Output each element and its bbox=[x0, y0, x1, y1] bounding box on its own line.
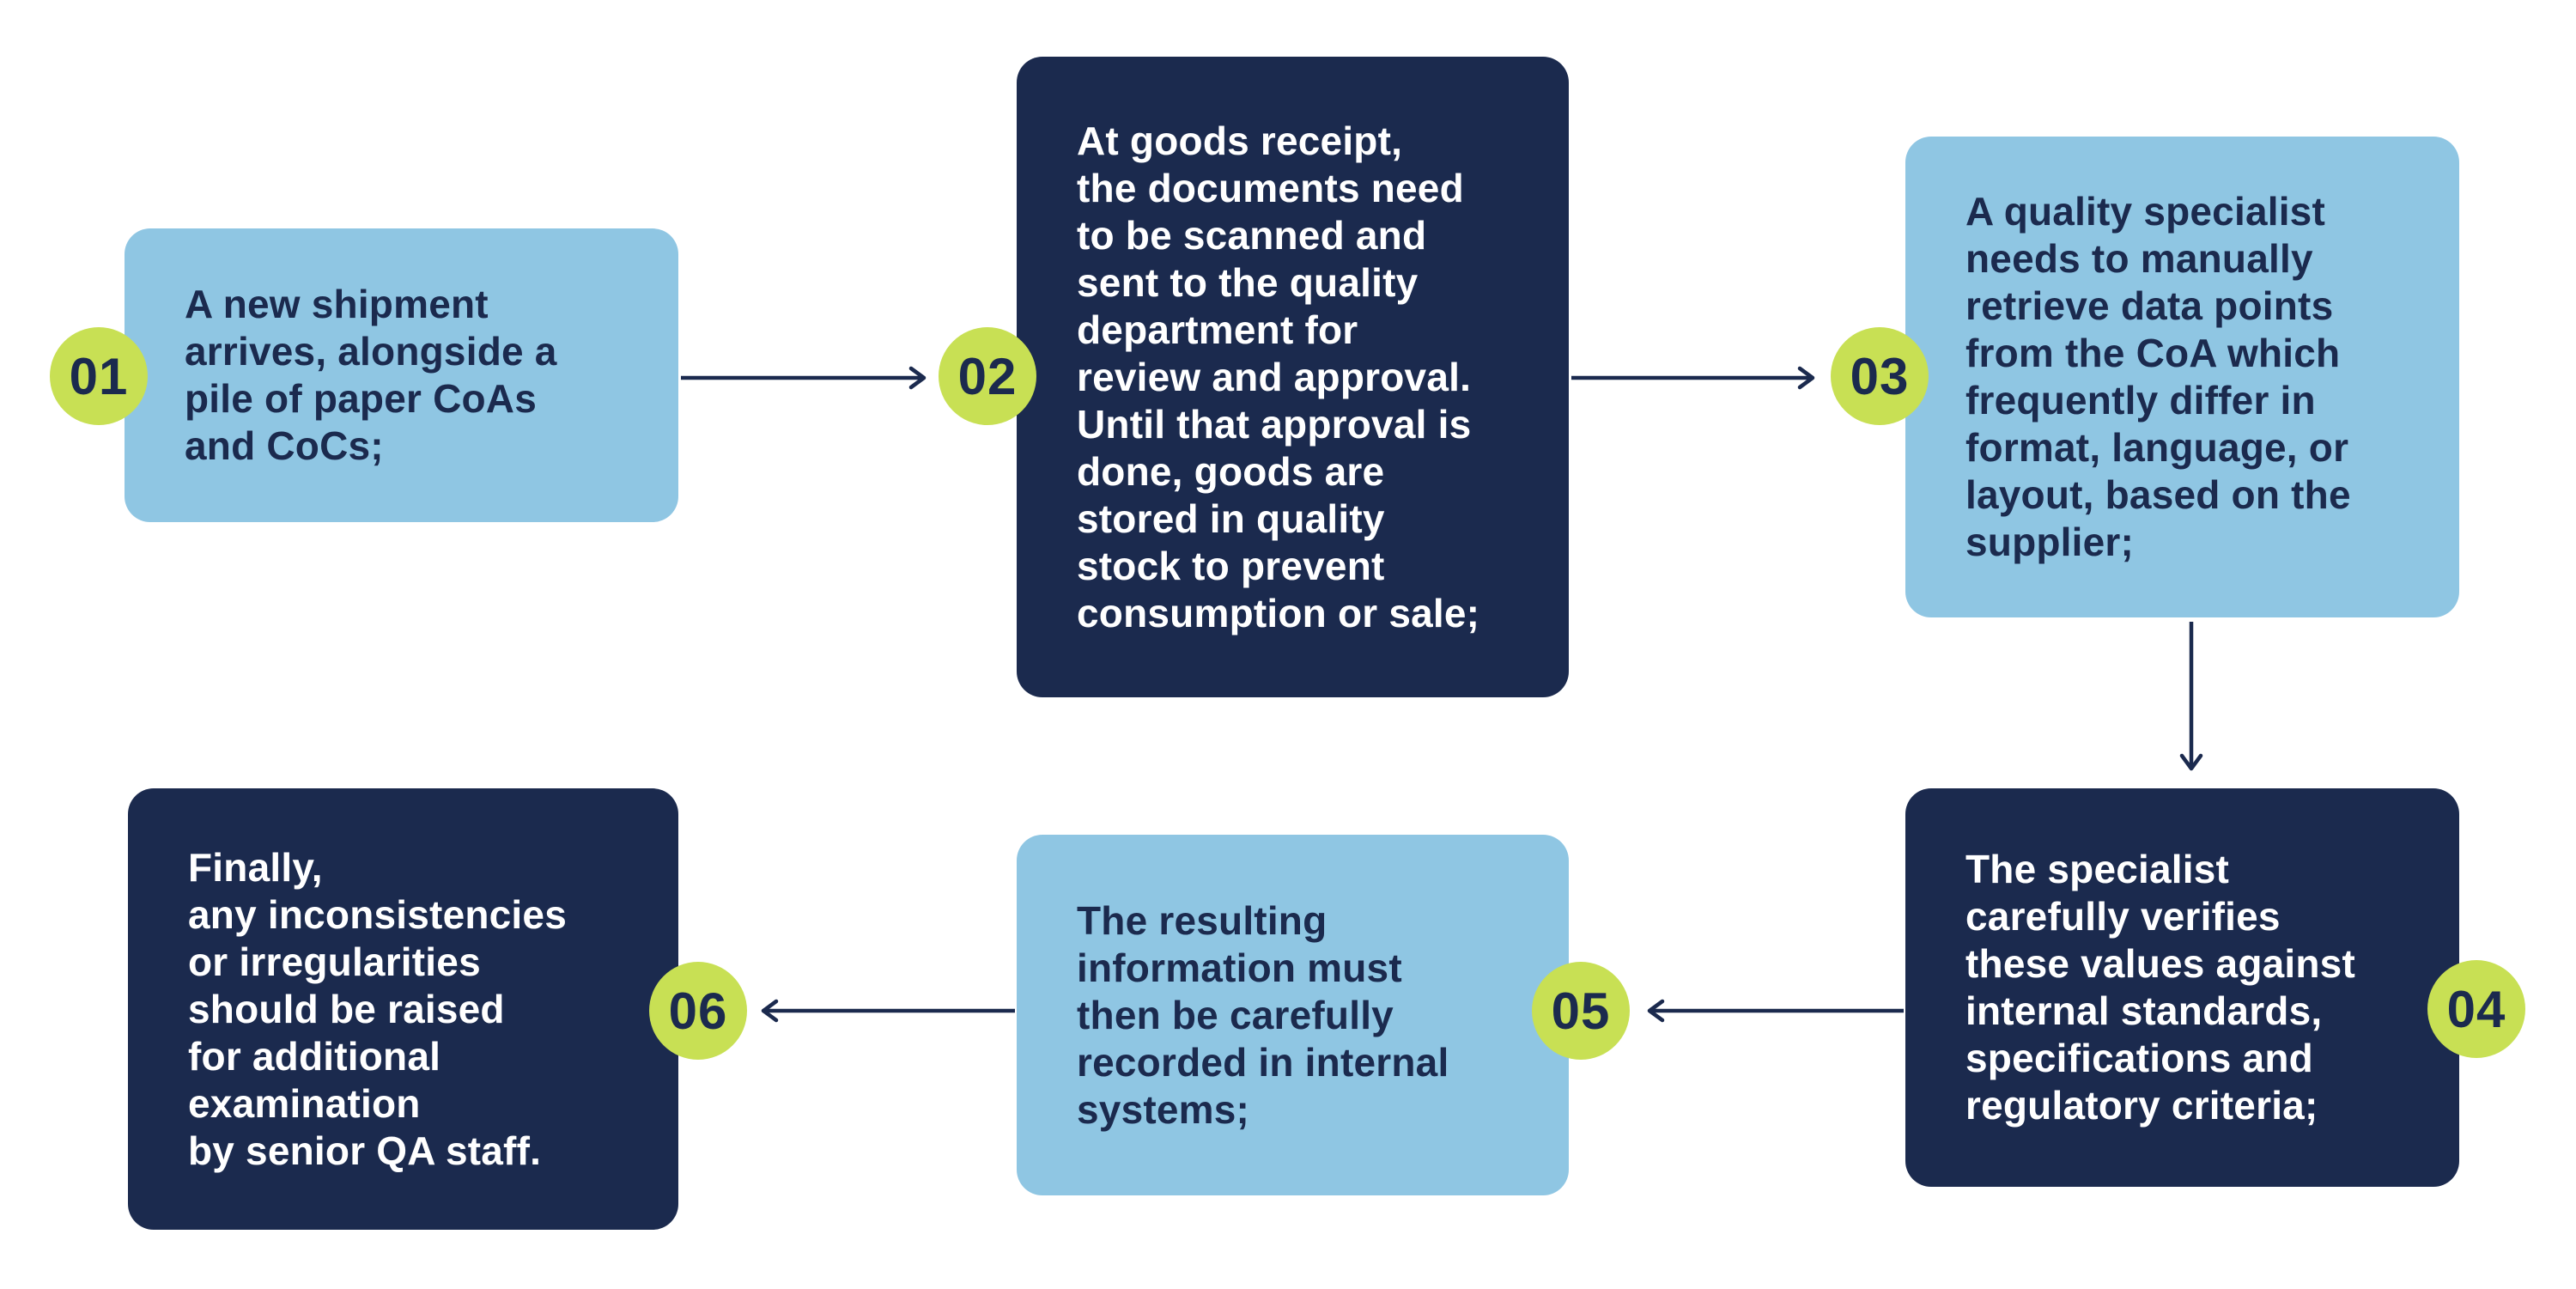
step-04-card: The specialist carefully verifies these … bbox=[1905, 788, 2459, 1187]
step-01-card: A new shipment arrives, alongside a pile… bbox=[125, 228, 678, 522]
step-01-badge: 01 bbox=[50, 327, 148, 425]
step-03-badge: 03 bbox=[1831, 327, 1929, 425]
step-06-badge: 06 bbox=[649, 962, 747, 1060]
step-04-badge: 04 bbox=[2427, 960, 2525, 1058]
step-05-card: The resulting information must then be c… bbox=[1017, 835, 1569, 1195]
step-01-text: A new shipment arrives, alongside a pile… bbox=[185, 282, 557, 468]
step-03-text: A quality specialist needs to manually r… bbox=[1965, 189, 2351, 564]
step-05-badge: 05 bbox=[1532, 962, 1630, 1060]
step-05-text: The resulting information must then be c… bbox=[1077, 897, 1449, 1132]
step-06-card: Finally, any inconsistencies or irregula… bbox=[128, 788, 678, 1230]
step-04-text: The specialist carefully verifies these … bbox=[1965, 847, 2355, 1128]
step-02-text: At goods receipt, the documents need to … bbox=[1077, 118, 1480, 635]
step-03-card: A quality specialist needs to manually r… bbox=[1905, 137, 2459, 617]
step-02-card: At goods receipt, the documents need to … bbox=[1017, 57, 1569, 697]
step-02-badge: 02 bbox=[939, 327, 1036, 425]
step-06-text: Finally, any inconsistencies or irregula… bbox=[188, 844, 567, 1173]
